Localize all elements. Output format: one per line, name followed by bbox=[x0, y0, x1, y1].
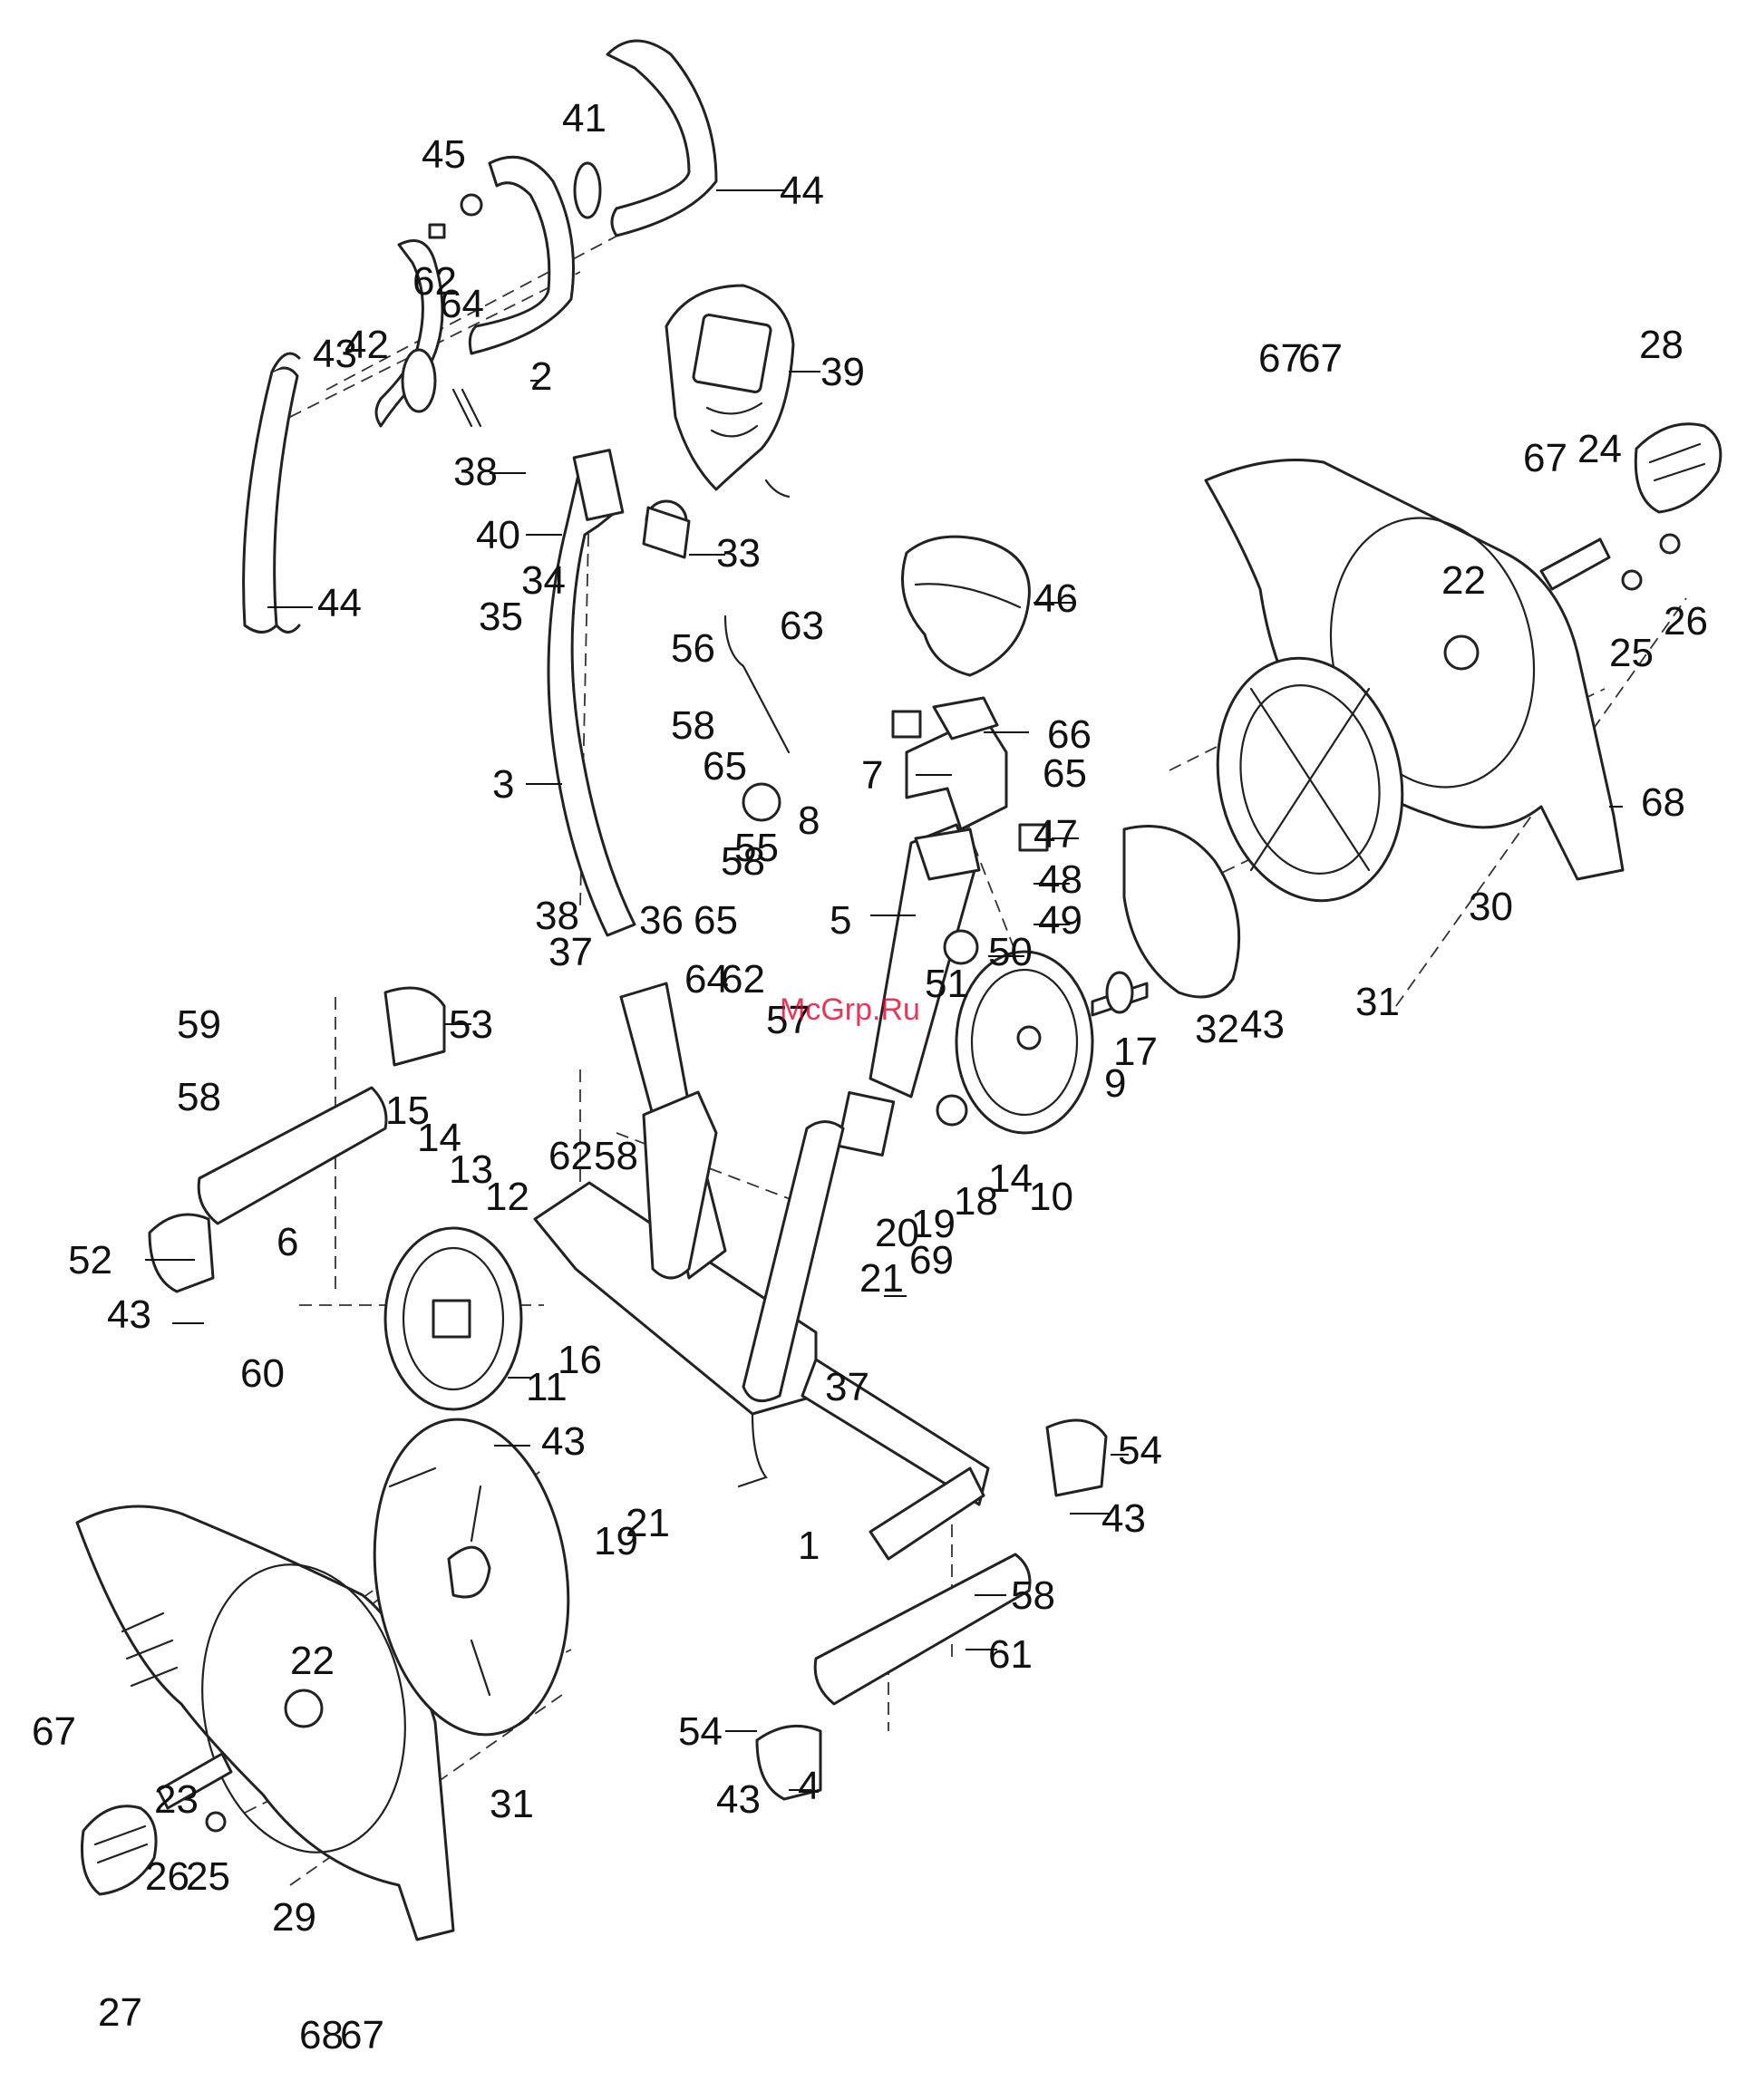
part-number-callout: 63 bbox=[780, 604, 824, 648]
part-number-callout: 67 bbox=[1258, 336, 1303, 381]
part-number-callout: 32 bbox=[1195, 1007, 1239, 1051]
part-number-callout: 48 bbox=[1038, 857, 1082, 902]
part-number-callout: 62 bbox=[548, 1134, 593, 1178]
part-number-callout: 39 bbox=[820, 350, 865, 394]
part-number-callout: 44 bbox=[317, 581, 362, 625]
right-pedal bbox=[1635, 424, 1721, 512]
belt-pulley bbox=[956, 952, 1092, 1133]
part-number-callout: 67 bbox=[32, 1709, 76, 1754]
part-number-callout: 25 bbox=[1609, 631, 1654, 675]
part-number-callout: 60 bbox=[240, 1351, 285, 1396]
flywheel bbox=[385, 1228, 521, 1409]
part-number-callout: 24 bbox=[1577, 427, 1622, 471]
part-number-callout: 66 bbox=[1047, 712, 1092, 757]
part-number-callout: 44 bbox=[780, 169, 824, 213]
part-number-callout: 11 bbox=[526, 1365, 568, 1409]
part-number-callout: 47 bbox=[1033, 812, 1078, 856]
part-number-callout: 68 bbox=[299, 2013, 344, 2057]
part-number-callout: 56 bbox=[671, 626, 715, 671]
part-number-callout: 46 bbox=[1033, 576, 1078, 621]
handlebar-post bbox=[548, 450, 689, 935]
part-number-callout: 26 bbox=[145, 1854, 189, 1899]
right-crank bbox=[1541, 535, 1679, 589]
part-number-callout: 51 bbox=[925, 962, 969, 1006]
part-number-callout: 65 bbox=[1043, 751, 1087, 796]
part-number-callout: 49 bbox=[1038, 898, 1082, 943]
part-number-callout: 42 bbox=[344, 323, 389, 367]
part-number-callout: 35 bbox=[479, 595, 523, 639]
part-number-callout: 23 bbox=[154, 1777, 199, 1822]
part-number-callout: 69 bbox=[909, 1238, 954, 1282]
handlebar-left bbox=[244, 353, 299, 633]
part-number-callout: 65 bbox=[703, 744, 747, 789]
part-number-callout: 34 bbox=[521, 558, 566, 603]
part-number-callout: 12 bbox=[485, 1175, 529, 1219]
part-number-callout: 8 bbox=[798, 798, 820, 843]
part-number-callout: 54 bbox=[1118, 1428, 1162, 1473]
part-number-callout: 62 bbox=[721, 957, 765, 1002]
part-number-callout: 21 bbox=[626, 1501, 670, 1545]
part-number-callout: 21 bbox=[859, 1256, 904, 1301]
part-number-callout: 67 bbox=[1298, 336, 1343, 381]
part-number-callout: 37 bbox=[548, 930, 593, 974]
part-number-callout: 58 bbox=[671, 703, 715, 748]
part-number-callout: 43 bbox=[107, 1292, 151, 1337]
part-number-callout: 64 bbox=[440, 282, 484, 326]
part-number-callout: 4 bbox=[798, 1764, 820, 1808]
part-number-callout: 52 bbox=[68, 1238, 112, 1282]
part-number-callout: 25 bbox=[186, 1854, 230, 1899]
part-number-callout: 18 bbox=[954, 1179, 998, 1224]
part-number-callout: 31 bbox=[490, 1782, 534, 1826]
part-number-callout: 50 bbox=[988, 930, 1033, 974]
part-number-callout: 36 bbox=[639, 898, 684, 943]
part-number-callout: 28 bbox=[1639, 323, 1684, 367]
part-number-callout: 5 bbox=[830, 898, 851, 943]
part-number-callout: 22 bbox=[290, 1639, 335, 1683]
part-number-callout: 2 bbox=[530, 354, 552, 399]
part-number-callout: 67 bbox=[1523, 436, 1567, 480]
console bbox=[666, 285, 793, 497]
part-number-callout: 43 bbox=[1101, 1496, 1146, 1541]
part-number-callout: 54 bbox=[678, 1709, 723, 1754]
part-number-callout: 9 bbox=[1104, 1061, 1126, 1106]
part-number-callout: 27 bbox=[98, 1990, 142, 2035]
part-number-callout: 53 bbox=[449, 1002, 493, 1047]
part-number-callout: 31 bbox=[1355, 980, 1400, 1024]
part-number-callout: 68 bbox=[1641, 780, 1685, 825]
part-number-callout: 33 bbox=[716, 531, 761, 576]
part-number-callout: 3 bbox=[492, 762, 514, 807]
part-number-callout: 1 bbox=[798, 1524, 820, 1568]
part-number-callout: 38 bbox=[453, 450, 498, 494]
part-number-callout: 65 bbox=[694, 898, 738, 943]
part-number-callout: 7 bbox=[861, 753, 883, 798]
part-number-callout: 26 bbox=[1664, 599, 1708, 644]
drive-belt bbox=[1124, 827, 1239, 997]
part-number-callout: 58 bbox=[177, 1075, 221, 1119]
part-number-callout: 61 bbox=[988, 1632, 1033, 1677]
part-number-callout: 22 bbox=[1441, 558, 1486, 603]
part-number-callout: 45 bbox=[422, 132, 466, 177]
part-number-callout: 37 bbox=[825, 1365, 869, 1409]
watermark: McGrp.Ru bbox=[780, 992, 920, 1027]
part-number-callout: 43 bbox=[716, 1777, 761, 1822]
part-number-callout: 43 bbox=[1240, 1002, 1285, 1047]
part-number-callout: 41 bbox=[562, 96, 606, 140]
part-number-callout: 29 bbox=[272, 1895, 316, 1940]
part-number-callout: 40 bbox=[476, 513, 520, 557]
part-number-callout: 58 bbox=[594, 1134, 638, 1178]
part-number-callout: 58 bbox=[721, 839, 765, 884]
part-number-callout: 30 bbox=[1469, 885, 1513, 929]
part-number-callout: 58 bbox=[1011, 1573, 1055, 1618]
part-number-callout: 43 bbox=[541, 1419, 586, 1464]
part-number-callout: 6 bbox=[277, 1220, 298, 1264]
part-number-callout: 59 bbox=[177, 1002, 221, 1047]
crank-axle bbox=[1092, 973, 1147, 1015]
part-number-callout: 67 bbox=[340, 2013, 384, 2057]
seat bbox=[903, 537, 1030, 675]
part-number-callout: 10 bbox=[1029, 1175, 1073, 1219]
